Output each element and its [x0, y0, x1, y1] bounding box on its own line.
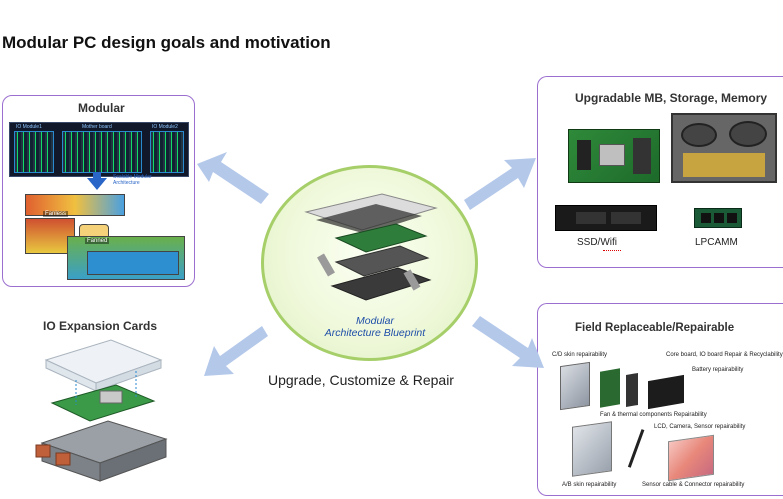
arrow-down-right-icon [472, 316, 544, 368]
fanless-chassis [25, 194, 125, 216]
arrow-down-left-icon [204, 326, 268, 376]
page-title: Modular PC design goals and motivation [2, 33, 331, 52]
sensor-cable-part [627, 429, 665, 475]
ssd-module-image [555, 205, 657, 231]
caption-line2: Architecture Blueprint [324, 327, 426, 339]
arch-label: Scalable Modular Architecture [113, 174, 152, 186]
arrow-up-right-icon [464, 158, 536, 210]
cd-skin-part [560, 361, 590, 411]
fan-thermal-label: Fan & thermal components Repairability [600, 412, 707, 418]
ab-skin-part [572, 421, 612, 477]
motherboard-image [568, 129, 660, 183]
io-expansion-title: IO Expansion Cards [43, 319, 158, 333]
cd-skin-label: C/D skin repairability [552, 352, 608, 358]
upgradable-panel: Upgradable MB, Storage, Memory SSD/Wifi … [537, 76, 783, 268]
io-module1-label: IO Module1 [16, 124, 42, 130]
lpcamm-module-image [694, 208, 742, 228]
field-replaceable-panel: Field Replaceable/Repairable C/D skin re… [537, 303, 783, 496]
battery-label: Battery repairability [692, 367, 744, 373]
io-expansion-image [35, 339, 168, 482]
upgradable-title: Upgradable MB, Storage, Memory [575, 91, 768, 105]
caption-line1: Modular [356, 315, 394, 327]
core-board-part [600, 368, 620, 408]
laptop-interior-image [671, 113, 777, 183]
tagline: Upgrade, Customize & Repair [268, 372, 454, 388]
sensor-cable-label: Sensor cable & Connector repairability [642, 482, 745, 488]
field-title: Field Replaceable/Repairable [575, 322, 735, 334]
io-module2-label: IO Module2 [152, 124, 178, 130]
fanned-label: Fanned [85, 238, 110, 244]
fanless-label: Fanless [43, 211, 69, 217]
arrow-up-left-icon [197, 152, 269, 204]
lcd-camera-label: LCD, Camera, Sensor repairability [654, 424, 746, 430]
module-boards-image: IO Module1 Mother board IO Module2 [9, 122, 189, 177]
modular-title: Modular [78, 101, 125, 115]
ssd-wifi-label: SSD/Wifi [577, 237, 617, 248]
modular-panel: Modular IO Module1 Mother board IO Modul… [2, 95, 195, 287]
laptop-exploded-image [304, 193, 438, 301]
motherboard-label: Mother board [82, 124, 112, 130]
lpcamm-label: LPCAMM [695, 237, 738, 248]
ab-skin-label: A/B skin repairability [562, 482, 617, 488]
down-arrow-icon [87, 178, 107, 190]
battery-part [648, 374, 684, 410]
core-board-label: Core board, IO board Repair & Recyclabil… [666, 352, 783, 358]
center-circle [261, 165, 478, 361]
center-caption: Modular Architecture Blueprint [300, 315, 450, 339]
lcd-panel-part [668, 434, 714, 482]
